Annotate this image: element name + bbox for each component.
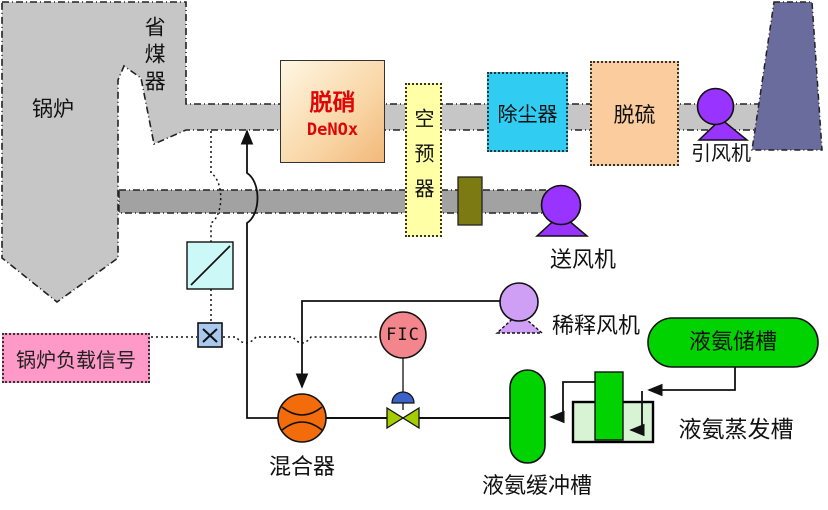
air-preheater-box: 空预器 <box>405 83 442 237</box>
boiler-label: 锅炉 <box>32 97 74 121</box>
signal-multiplier-block <box>197 322 223 348</box>
forced-draft-fan-label: 送风机 <box>549 248 616 273</box>
dilution-fan-icon <box>495 282 544 334</box>
multiply-icon <box>202 328 218 343</box>
mixture-riser-pipe <box>240 129 278 419</box>
valve-actuator-icon <box>391 391 415 404</box>
control-valve-icon <box>386 391 420 430</box>
evaporator-to-buffer-pipe <box>549 381 595 424</box>
ammonia-buffer-tank-shape <box>509 369 546 464</box>
flow-sensor-symbol <box>186 241 234 290</box>
mixer-icon <box>277 393 327 443</box>
ammonia-evaporator-core <box>594 371 624 441</box>
economizer-label: 省煤器 <box>142 16 167 97</box>
flow-controller-circle <box>379 311 427 359</box>
dilution-fan-label: 稀释风机 <box>551 314 640 339</box>
air-duct <box>118 189 563 214</box>
desulfurization-label: 脱硫 <box>613 102 656 127</box>
desulfurization-box: 脱硫 <box>590 61 679 166</box>
ammonia-storage-tank-label: 液氨储槽 <box>688 330 777 355</box>
setpoint-signal-line <box>223 336 379 344</box>
denox-label-cn: 脱硝 <box>309 89 356 116</box>
denox-label-en: DeNOx <box>306 120 359 140</box>
flow-controller-label: FIC <box>386 325 420 345</box>
flue-signal-line-upper <box>210 131 222 242</box>
ammonia-storage-tank-shape <box>647 317 819 368</box>
denox-reactor-box: 脱硝 DeNOx <box>280 60 385 163</box>
mixer-label: 混合器 <box>268 455 335 480</box>
air-duct-damper <box>457 176 483 226</box>
air-preheater-label: 空预器 <box>411 107 435 213</box>
dust-collector-box: 除尘器 <box>487 72 568 152</box>
storage-to-evaporator-pipe-2 <box>629 391 645 437</box>
boiler-load-signal-box: 锅炉负载信号 <box>2 333 150 383</box>
forced-draft-fan-icon <box>535 184 590 237</box>
dust-collector-label: 除尘器 <box>497 101 558 126</box>
ammonia-buffer-tank-label: 液氨缓冲槽 <box>481 474 592 499</box>
storage-to-evaporator-pipe-1 <box>647 367 736 397</box>
induced-draft-fan-label: 引风机 <box>691 141 751 165</box>
induced-draft-fan-icon <box>696 87 750 141</box>
boiler-load-signal-label: 锅炉负载信号 <box>16 347 136 372</box>
ammonia-evaporator-label: 液氨蒸发槽 <box>678 417 794 443</box>
dilution-air-pipe <box>295 300 500 389</box>
chimney-stack <box>751 1 823 151</box>
